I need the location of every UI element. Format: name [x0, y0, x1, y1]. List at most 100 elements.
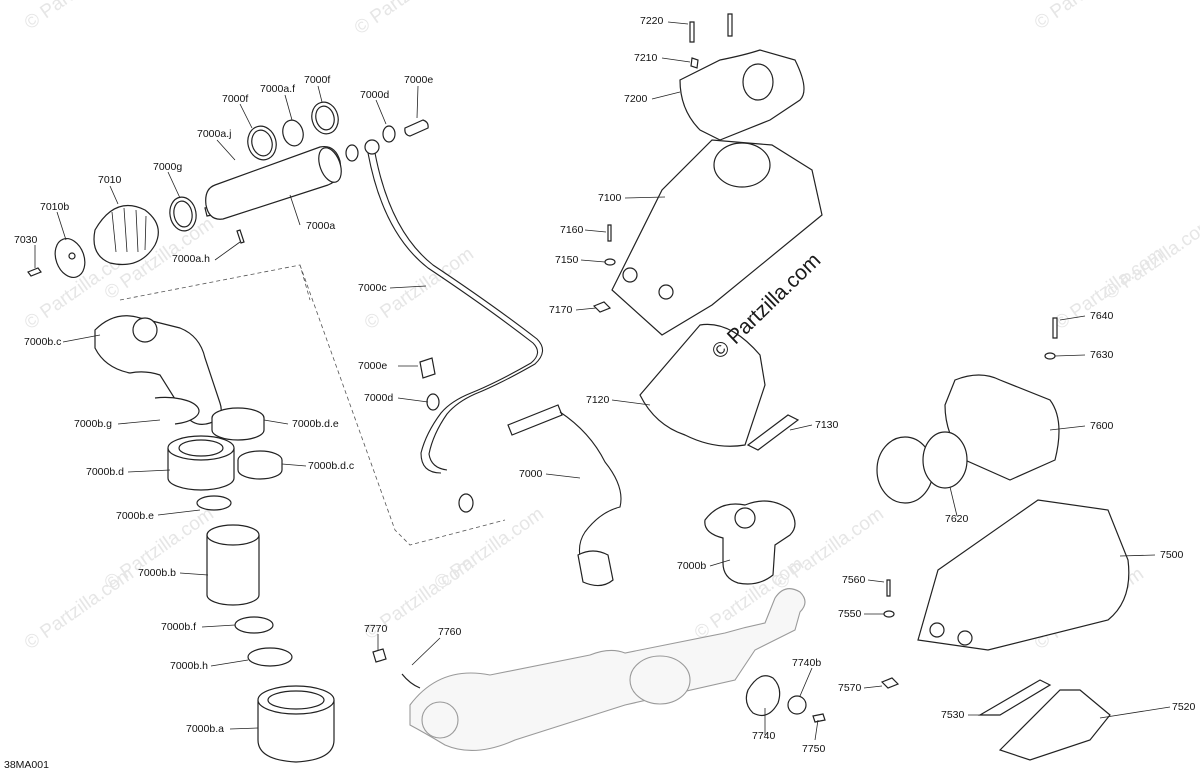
eye-7000b-c	[94, 315, 222, 425]
callout-7000[interactable]: 7000	[519, 468, 543, 480]
callout-7130[interactable]: 7130	[815, 419, 839, 431]
mount-7100	[592, 13, 823, 451]
pin-7000a-h	[236, 229, 245, 244]
tube-top	[206, 524, 260, 546]
hose-7000c	[367, 152, 539, 474]
callout-7000b-e[interactable]: 7000b.e	[116, 510, 154, 522]
watermark: © Partzilla.com	[1101, 213, 1200, 304]
callout-7000d-mid[interactable]: 7000d	[364, 392, 393, 404]
callout-7000b-d[interactable]: 7000b.d	[86, 466, 124, 478]
callout-7000c[interactable]: 7000c	[358, 282, 387, 294]
callout-7600[interactable]: 7600	[1090, 420, 1114, 432]
bracket-hole	[658, 284, 674, 300]
callout-7740[interactable]: 7740	[752, 730, 776, 742]
sensor-cable	[559, 411, 622, 568]
cylinder-end	[318, 147, 342, 183]
callout-7150[interactable]: 7150	[555, 254, 579, 266]
callout-7000e-mid[interactable]: 7000e	[358, 360, 387, 372]
clip-7130	[746, 414, 800, 451]
fitting-7000e	[404, 119, 429, 137]
fitting-7000e-mid	[419, 357, 436, 379]
clamp-bore	[742, 63, 774, 101]
callout-7770[interactable]: 7770	[364, 623, 388, 635]
callout-7100[interactable]: 7100	[598, 192, 622, 204]
watermark: © Partzilla.com	[1031, 0, 1148, 34]
callout-7570[interactable]: 7570	[838, 682, 862, 694]
callout-7000b-d-e[interactable]: 7000b.d.e	[292, 418, 339, 430]
callout-7210[interactable]: 7210	[634, 52, 658, 64]
callout-7000a-j[interactable]: 7000a.j	[197, 128, 231, 140]
callout-7000b-d-c[interactable]: 7000b.d.c	[308, 460, 354, 472]
pin-7770	[372, 648, 387, 663]
callout-7000b-f[interactable]: 7000b.f	[161, 621, 196, 633]
shock-eye	[421, 701, 459, 739]
callout-7000b-a[interactable]: 7000b.a	[186, 723, 224, 735]
shock-absorber	[372, 588, 826, 751]
callout-7630[interactable]: 7630	[1090, 349, 1114, 361]
callout-7160[interactable]: 7160	[560, 224, 584, 236]
mount-7500	[876, 317, 1130, 761]
washer-7150	[604, 258, 616, 266]
callout-7000b[interactable]: 7000b	[677, 560, 706, 572]
ring-7000b-h	[247, 647, 293, 667]
callout-7000e-top[interactable]: 7000e	[404, 74, 433, 86]
callout-7000b-b[interactable]: 7000b.b	[138, 567, 176, 579]
shock-reservoir	[629, 655, 691, 705]
bracket-hole-4	[957, 630, 973, 646]
callout-7000a-h[interactable]: 7000a.h	[172, 253, 210, 265]
eye-bore	[132, 317, 158, 343]
watermark: © Partzilla.com	[21, 0, 138, 34]
callout-7760[interactable]: 7760	[438, 626, 462, 638]
shock-internals	[94, 315, 335, 763]
callout-7120[interactable]: 7120	[586, 394, 610, 406]
callout-7220[interactable]: 7220	[640, 15, 664, 27]
callout-7640[interactable]: 7640	[1090, 310, 1114, 322]
bolt-7560	[886, 579, 891, 597]
callout-7750[interactable]: 7750	[802, 743, 826, 755]
callout-7170[interactable]: 7170	[549, 304, 573, 316]
bracket-hole-2	[622, 267, 638, 283]
callout-7000b-c[interactable]: 7000b.c	[24, 336, 61, 348]
callout-7000b-g[interactable]: 7000b.g	[74, 418, 112, 430]
callout-labels: 7220 7210 7200 7100 7160 7150 7170 7120 …	[4, 15, 1196, 771]
callout-7500[interactable]: 7500	[1160, 549, 1184, 561]
callout-7000d-top[interactable]: 7000d	[360, 89, 389, 101]
sensor-body	[507, 404, 563, 436]
callout-7000a[interactable]: 7000a	[306, 220, 335, 232]
callout-7010b[interactable]: 7010b	[40, 201, 69, 213]
knob-ridges	[111, 207, 147, 253]
washer-7000d-mid	[426, 393, 440, 411]
eye-7000b-bore	[734, 507, 756, 529]
callout-7560[interactable]: 7560	[842, 574, 866, 586]
callout-7520[interactable]: 7520	[1172, 701, 1196, 713]
bracket-7500	[917, 499, 1130, 651]
ring-7000a-f	[282, 119, 304, 147]
callout-7530[interactable]: 7530	[941, 709, 965, 721]
callout-7000g[interactable]: 7000g	[153, 161, 182, 173]
callout-7200[interactable]: 7200	[624, 93, 648, 105]
tube-7000b-b	[206, 535, 260, 606]
oring-inner	[173, 200, 193, 228]
callout-7000b-h[interactable]: 7000b.h	[170, 660, 208, 672]
bolt-7640	[1052, 317, 1058, 339]
ring-inner-2	[315, 105, 335, 131]
callout-7740b[interactable]: 7740b	[792, 657, 821, 669]
callout-7000a-f[interactable]: 7000a.f	[260, 83, 295, 95]
callout-7000f-b[interactable]: 7000f	[304, 74, 330, 86]
sensor-7000	[507, 404, 622, 587]
callout-7030[interactable]: 7030	[14, 234, 38, 246]
watermark: © Partzilla.com	[351, 0, 468, 39]
bracket-bore	[713, 142, 771, 188]
callout-7620[interactable]: 7620	[945, 513, 969, 525]
ring-7000b-f	[234, 616, 274, 634]
clip-7760	[401, 673, 421, 689]
ring-7620-b	[922, 431, 968, 489]
callout-7010[interactable]: 7010	[98, 174, 122, 186]
callout-7550[interactable]: 7550	[838, 608, 862, 620]
washer-low	[458, 493, 474, 513]
assembly-outline	[119, 264, 506, 546]
watermark: © Partzilla.com	[431, 503, 548, 594]
callout-7000f-a[interactable]: 7000f	[222, 93, 248, 105]
ring-7000b-e	[196, 495, 232, 511]
